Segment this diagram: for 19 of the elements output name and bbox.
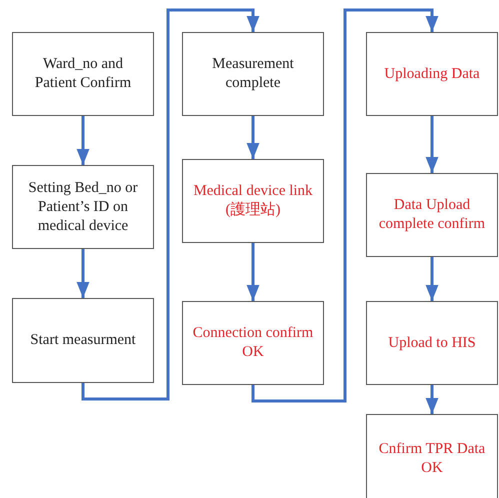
process-box: Connection confirm OK [182, 301, 324, 385]
arrow [246, 116, 260, 159]
arrow [246, 243, 260, 301]
arrow [76, 116, 90, 165]
process-box: Data Upload complete confirm [366, 173, 498, 257]
arrow [426, 257, 438, 301]
arrow [76, 249, 90, 298]
process-box: Uploading Data [366, 32, 498, 116]
process-box: Upload to HIS [366, 301, 498, 385]
process-box: Cnfirm TPR Data OK [366, 414, 498, 498]
process-box: Start measurment [12, 298, 154, 383]
arrow [426, 116, 438, 173]
arrow [82, 8, 260, 400]
arrow [426, 385, 438, 414]
process-box: Medical device link (護理站) [182, 159, 324, 243]
process-box: Ward_no and Patient Confirm [12, 32, 154, 116]
process-box: Measurement complete [182, 32, 324, 116]
arrow [252, 8, 438, 402]
process-box: Setting Bed_no or Patient’s ID on medical device [12, 165, 154, 249]
